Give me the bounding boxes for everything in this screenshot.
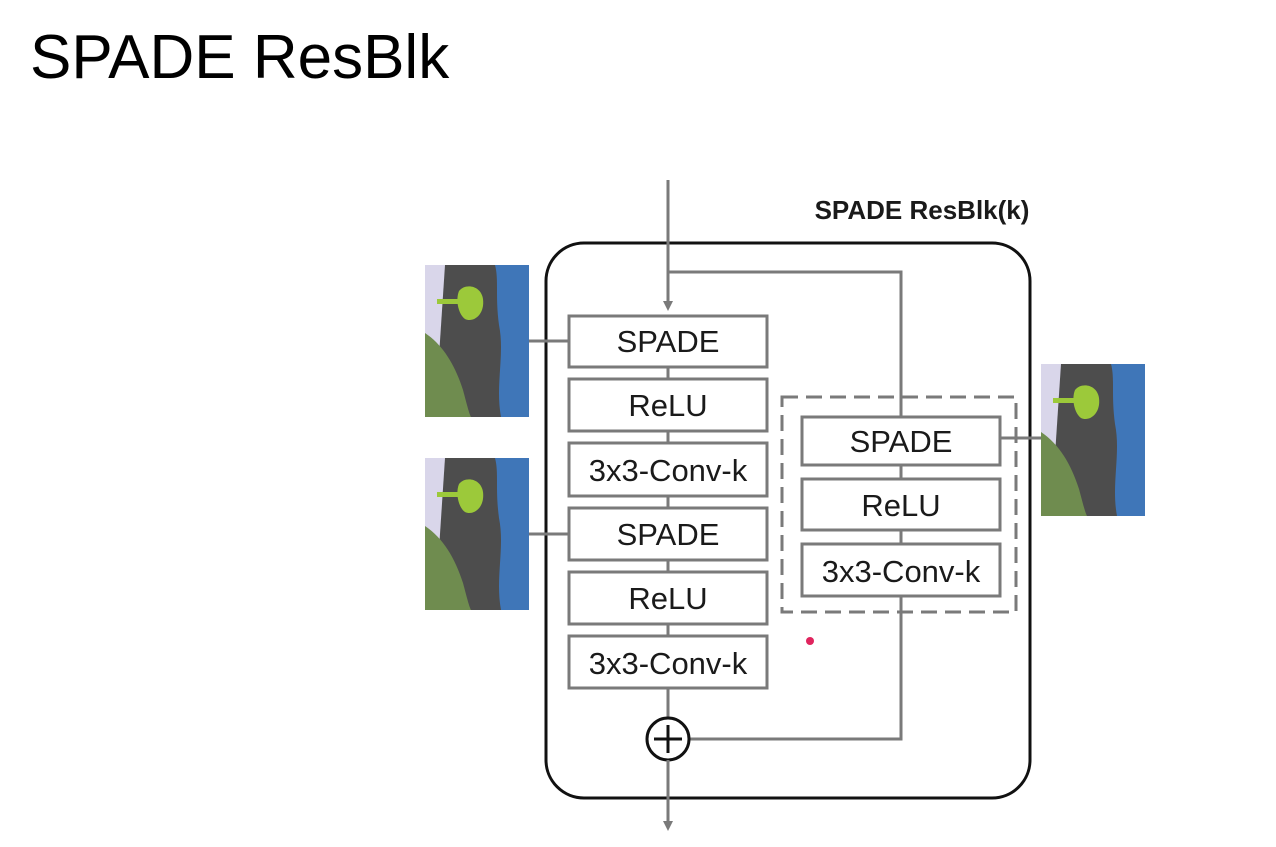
block-label: ReLU: [628, 388, 707, 423]
block-label: 3x3-Conv-k: [589, 453, 748, 488]
main-block-spade-2: SPADE: [567, 506, 769, 562]
resblk-container: [544, 241, 1032, 800]
slide-title: SPADE ResBlk: [30, 23, 450, 92]
block-label: SPADE: [617, 324, 720, 359]
segmentation-map-image: [425, 265, 529, 417]
sum-node: [645, 716, 691, 762]
main-block-relu-1: ReLU: [567, 377, 769, 433]
block-label: ReLU: [861, 488, 940, 523]
main-block-conv-2: 3x3-Conv-k: [567, 634, 769, 690]
shortcut-line-top: [668, 270, 903, 417]
shortcut-dashed-box: [780, 395, 1018, 614]
block-title: SPADE ResBlk(k): [815, 195, 1030, 225]
main-block-relu-2: ReLU: [567, 570, 769, 626]
shortcut-line-bottom: [690, 596, 903, 741]
segmentation-map-image: [1041, 364, 1145, 516]
main-block-spade-1: SPADE: [567, 314, 769, 369]
shortcut-block-conv: 3x3-Conv-k: [800, 542, 1002, 598]
shortcut-block-relu: ReLU: [800, 477, 1002, 532]
main-block-conv-1: 3x3-Conv-k: [567, 441, 769, 498]
block-label: SPADE: [617, 517, 720, 552]
shortcut-block-spade: SPADE: [800, 415, 1002, 467]
block-label: SPADE: [850, 424, 953, 459]
pointer-dot: [806, 637, 814, 645]
segmentation-map-image: [425, 458, 529, 610]
block-label: ReLU: [628, 581, 707, 616]
block-label: 3x3-Conv-k: [822, 554, 981, 589]
block-label: 3x3-Conv-k: [589, 646, 748, 681]
